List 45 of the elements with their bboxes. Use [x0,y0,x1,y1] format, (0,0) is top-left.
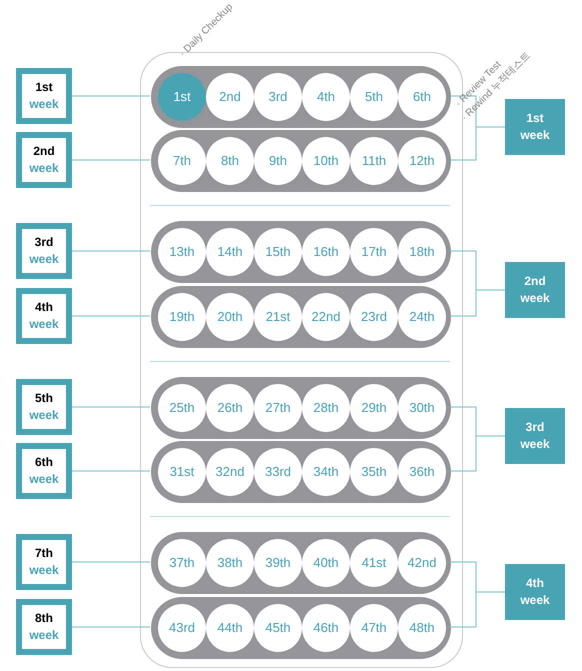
week-box [505,408,565,464]
week-number: 4th [35,299,53,316]
week-box [16,223,72,279]
connector-line [72,406,150,408]
week-number: 3rd [526,419,544,436]
week-number: 5th [35,390,53,407]
week-word: week [29,160,59,177]
week-word: week [29,471,59,488]
week-word: week [29,316,59,333]
week-box [16,599,72,655]
connector-line [450,436,506,472]
week-number: 2nd [524,273,546,290]
week-box [16,132,72,188]
connector-line [72,626,150,628]
week-word: week [520,127,550,144]
week-word: week [29,627,59,644]
week-number: 7th [35,545,53,562]
week-word: week [520,436,550,453]
week-box [16,443,72,499]
pill-track [151,597,451,659]
week-box [16,379,72,435]
week-box [505,564,565,620]
connector-line [450,592,506,628]
week-box [505,99,565,155]
connector-line [72,250,150,252]
week-number: 8th [35,610,53,627]
week-number: 4th [526,575,544,592]
week-number: 2nd [33,143,55,160]
week-number: 1st [35,79,53,96]
week-box [16,534,72,590]
week-box [505,262,565,318]
week-word: week [29,562,59,579]
week-word: week [520,290,550,307]
week-word: week [520,592,550,609]
week-box [16,288,72,344]
week-number: 1st [526,110,544,127]
week-word: week [29,407,59,424]
connector-line [450,290,506,316]
connector-line [72,470,150,472]
connector-line [450,126,506,160]
week-box [16,68,72,124]
week-word: week [29,96,59,113]
week-word: week [29,251,59,268]
week-number: 3rd [34,234,54,251]
week-number: 6th [35,454,53,471]
